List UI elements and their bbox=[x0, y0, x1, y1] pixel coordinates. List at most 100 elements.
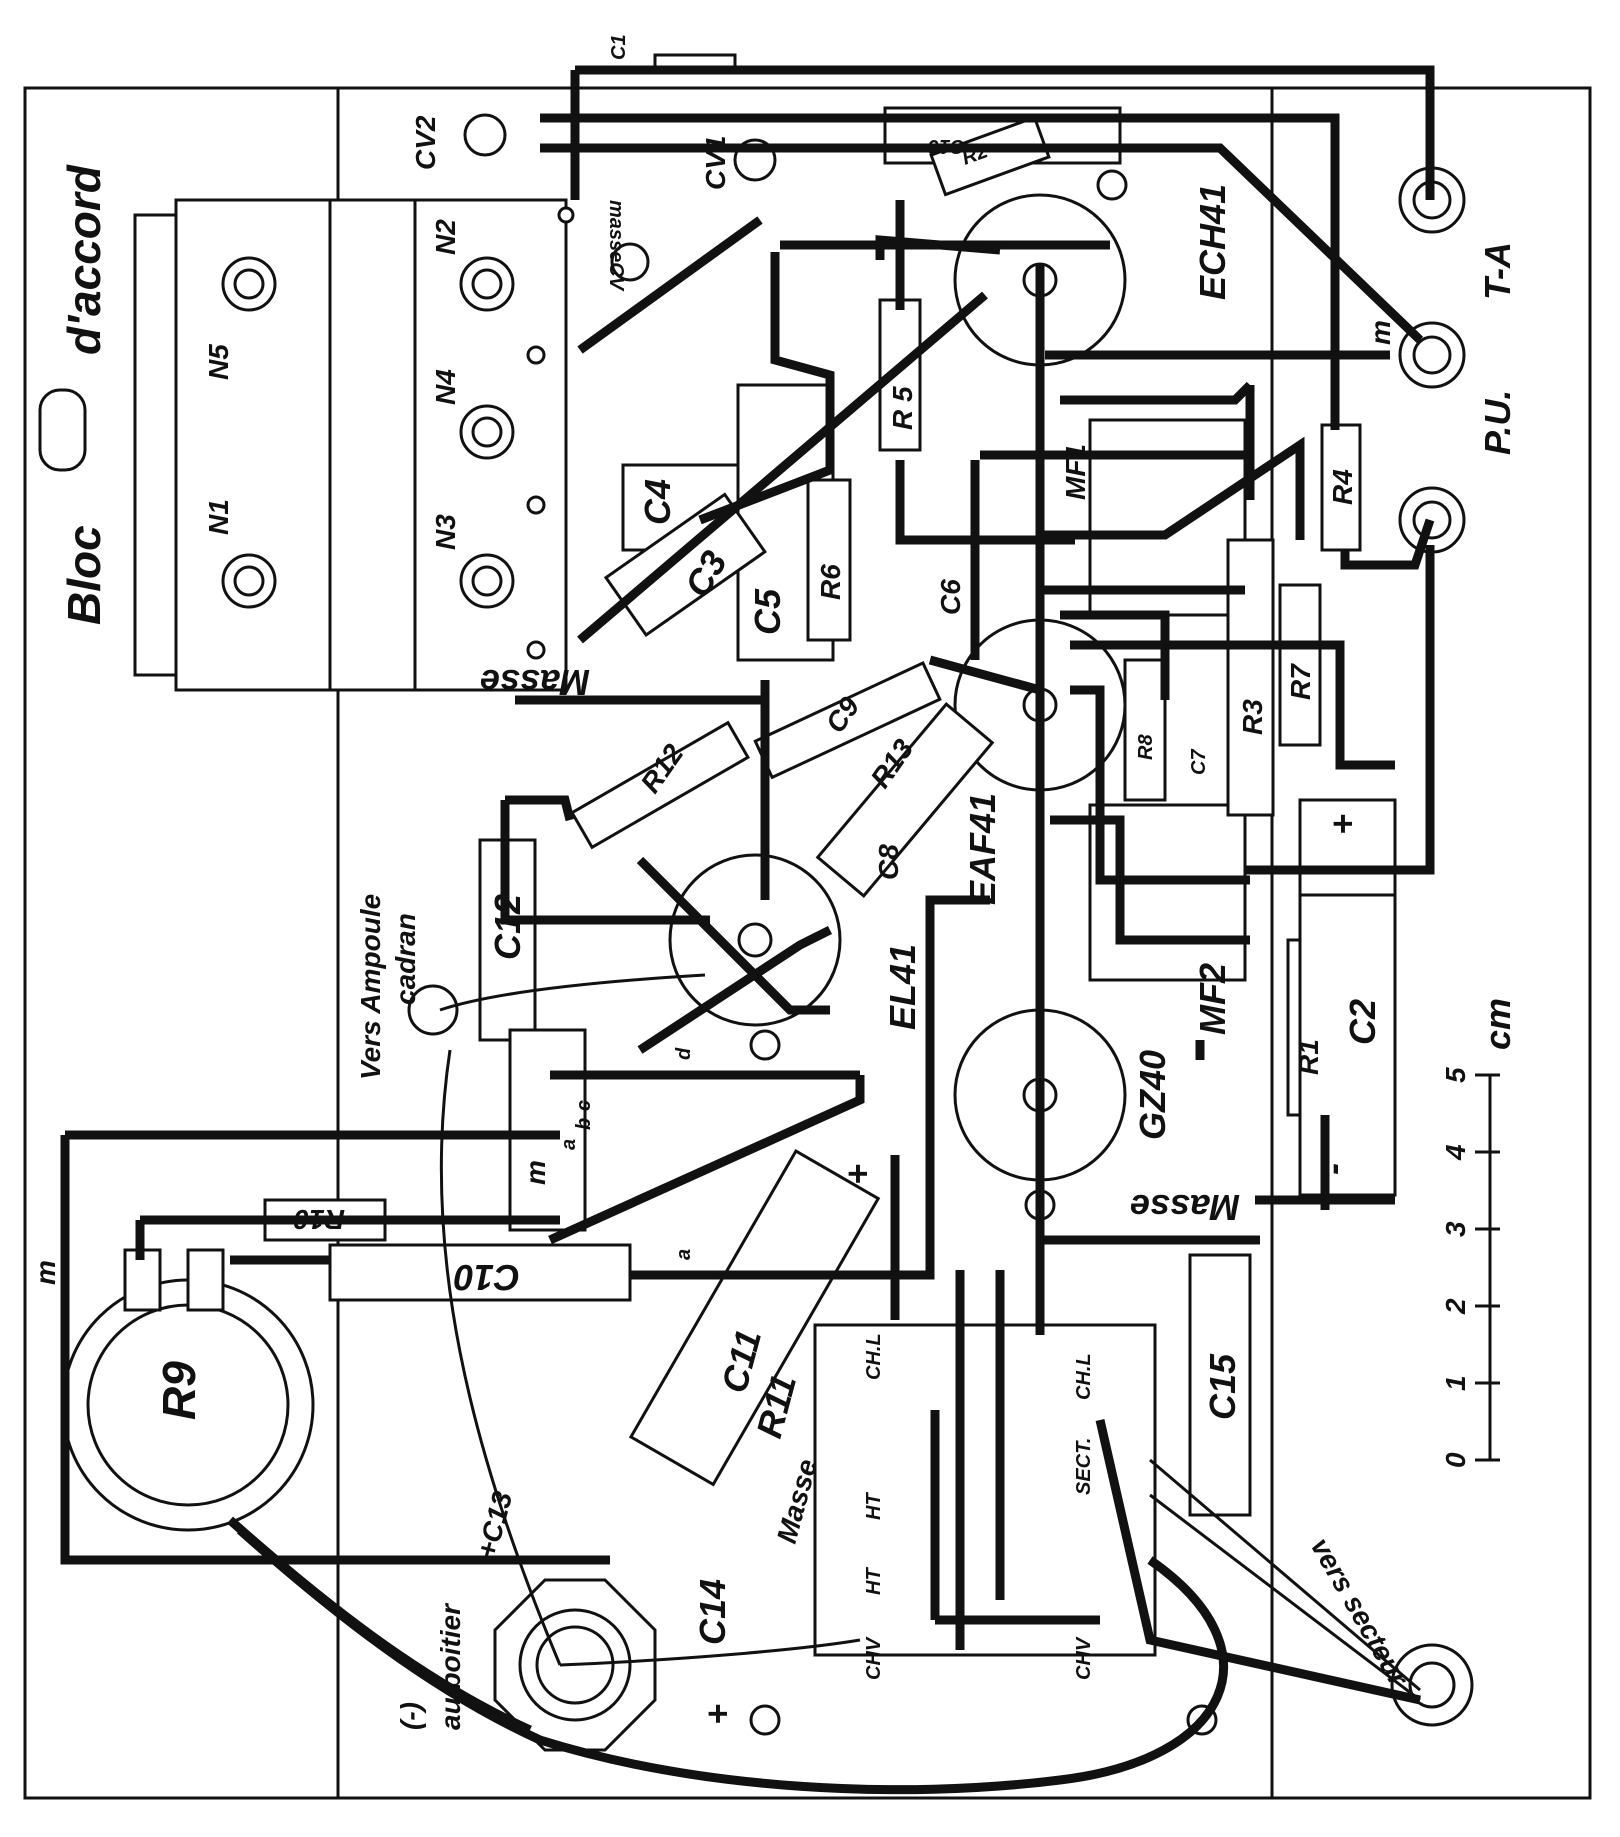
scale-bar bbox=[1475, 1073, 1500, 1462]
label-vers-secteur: vers secteur bbox=[1305, 1533, 1415, 1693]
label-minus-paren: (-) bbox=[395, 1702, 426, 1730]
label-plus-c14: + bbox=[697, 1704, 738, 1725]
c11-r11-capacitor bbox=[628, 1149, 881, 1487]
label-scale-3: 3 bbox=[1440, 1221, 1471, 1237]
label-c8: C8 bbox=[873, 844, 904, 880]
label-bc: b-c bbox=[573, 1100, 595, 1130]
mount-hole-1 bbox=[1096, 169, 1128, 201]
label-r9: R9 bbox=[153, 1361, 205, 1420]
trimmer-n4 bbox=[459, 404, 515, 460]
label-m-pu: m bbox=[1365, 320, 1396, 345]
terminal-strip-left bbox=[813, 1323, 1157, 1657]
label-n4: N4 bbox=[430, 369, 461, 405]
label-r10: R10 bbox=[293, 1204, 345, 1235]
label-vers-ampoule: Vers Ampoule bbox=[355, 894, 386, 1080]
label-r1: R1 bbox=[1293, 1039, 1324, 1075]
mount-hole-2 bbox=[749, 1029, 781, 1061]
label-mf1: MF1 bbox=[1060, 444, 1091, 500]
label-a2: a bbox=[673, 1249, 695, 1260]
label-c7: C7 bbox=[1188, 749, 1210, 775]
tube-el41 bbox=[668, 853, 842, 1027]
r9-potentiometer bbox=[61, 1248, 315, 1532]
label-ht-2: HT bbox=[863, 1567, 885, 1595]
label-c12: C12 bbox=[487, 894, 528, 960]
label-c5: C5 bbox=[747, 588, 788, 635]
trimmer-n2 bbox=[459, 256, 515, 312]
mains-grommet bbox=[1390, 1643, 1474, 1727]
r8-resistor bbox=[1123, 658, 1167, 802]
label-r8: R8 bbox=[1135, 734, 1157, 760]
r5-resistor bbox=[878, 298, 922, 452]
label-r4: R4 bbox=[1327, 469, 1358, 505]
label-d: d bbox=[673, 1047, 695, 1060]
label-r3: R3 bbox=[1237, 699, 1268, 735]
label-c15: C15 bbox=[1202, 1353, 1243, 1420]
label-scale-0: 0 bbox=[1440, 1452, 1471, 1468]
label-scale-1: 1 bbox=[1440, 1375, 1471, 1391]
label-chl-2: CH.L bbox=[1073, 1353, 1095, 1400]
jack-pu bbox=[1398, 486, 1466, 554]
massecv-symbol bbox=[610, 242, 650, 282]
label-n3: N3 bbox=[430, 514, 461, 550]
label-c2: C2 bbox=[1342, 999, 1383, 1045]
trimmer-n1 bbox=[221, 553, 277, 609]
label-daccord: d'accord bbox=[58, 164, 110, 355]
trimmer-n5 bbox=[221, 256, 277, 312]
trimmer-n3 bbox=[459, 553, 515, 609]
label-ta: T-A bbox=[1477, 242, 1518, 300]
label-au-boitier: au boitier bbox=[435, 1602, 466, 1730]
label-cadran: cadran bbox=[390, 913, 421, 1005]
label-plus-c11: + bbox=[837, 1164, 878, 1185]
label-eaf41: EAF41 bbox=[962, 793, 1003, 905]
transformer-terminal-strip bbox=[508, 1028, 587, 1232]
label-cv2: CV2 bbox=[410, 115, 441, 170]
label-scale-2: 2 bbox=[1440, 1298, 1471, 1315]
label-r7: R7 bbox=[1285, 663, 1316, 700]
label-c13: +C13 bbox=[471, 1488, 519, 1562]
bloc-daccord bbox=[38, 198, 575, 692]
label-scale-4: 4 bbox=[1440, 1144, 1471, 1161]
r2-resistor bbox=[929, 115, 1051, 197]
label-mf2: MF2 bbox=[1192, 963, 1233, 1035]
label-chl-1: CH.L bbox=[863, 1333, 885, 1380]
label-c6: C6 bbox=[935, 579, 966, 615]
chassis-outline bbox=[23, 86, 1592, 1800]
c2-plus-box bbox=[1298, 798, 1397, 897]
label-masse-top: Masse bbox=[480, 662, 590, 703]
label-r5: R 5 bbox=[887, 386, 918, 430]
r4-resistor bbox=[1320, 423, 1362, 552]
label-a: a bbox=[558, 1139, 580, 1150]
label-el41: EL41 bbox=[882, 944, 923, 1030]
label-chv-1: CHV bbox=[863, 1636, 885, 1680]
wiring bbox=[60, 65, 1435, 1795]
label-chv-2: CHV bbox=[1073, 1636, 1095, 1680]
label-ht-1: HT bbox=[863, 1492, 885, 1520]
label-n2: N2 bbox=[430, 219, 461, 255]
r12-resistor bbox=[570, 720, 750, 850]
r7-resistor bbox=[1278, 583, 1322, 747]
label-c14: C14 bbox=[692, 1579, 733, 1645]
label-c4: C4 bbox=[637, 479, 678, 525]
mount-hole-4 bbox=[749, 1704, 781, 1736]
label-n5: N5 bbox=[203, 344, 234, 380]
r13-c8-component bbox=[815, 701, 995, 899]
label-plus-box: + bbox=[1322, 814, 1363, 835]
label-pu: P.U. bbox=[1477, 390, 1518, 455]
r3-resistor bbox=[1226, 538, 1275, 817]
label-massecv: masseCV bbox=[605, 200, 627, 292]
c15-capacitor bbox=[1188, 1253, 1252, 1517]
c10-capacitor bbox=[328, 1243, 632, 1302]
label-gz40: GZ40 bbox=[1132, 1050, 1173, 1140]
label-c10: C10 bbox=[454, 1257, 520, 1298]
label-c1: C1 bbox=[608, 34, 630, 60]
mf2-transformer bbox=[1088, 803, 1247, 982]
label-masse-right: Masse bbox=[1130, 1187, 1240, 1228]
label-scale-5: 5 bbox=[1440, 1067, 1471, 1083]
label-m-trans: m bbox=[520, 1160, 551, 1185]
label-c16: C16 bbox=[927, 135, 965, 157]
label-n1: N1 bbox=[203, 499, 234, 535]
r6-resistor bbox=[806, 478, 852, 642]
label-scale-unit: cm bbox=[1477, 998, 1518, 1050]
cv2-symbol bbox=[463, 113, 507, 157]
